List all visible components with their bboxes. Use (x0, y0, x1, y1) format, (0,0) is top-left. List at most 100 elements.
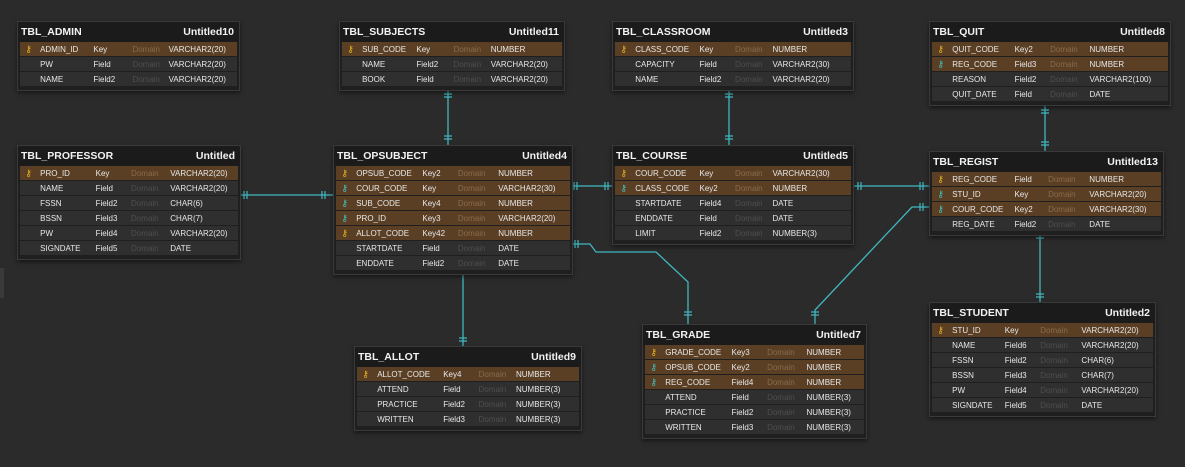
column-name: QUIT_CODE (952, 44, 999, 54)
empty-icon-cell (20, 211, 37, 225)
column-key: Field2 (416, 59, 439, 69)
column-name: REG_CODE (952, 59, 998, 69)
column-domain: Domain (132, 44, 161, 54)
column-type: DATE (498, 258, 519, 268)
column-name: OPSUB_CODE (356, 168, 412, 178)
column-key: Key3 (731, 347, 750, 357)
column-name: ENDDATE (356, 258, 394, 268)
column-key: Field2 (1014, 74, 1037, 84)
column-key: Field5 (1004, 400, 1027, 410)
column-name: ALLOT_CODE (377, 369, 431, 379)
column-name: QUIT_DATE (952, 89, 997, 99)
column-key: Field3 (1004, 370, 1027, 380)
column-domain: Domain (131, 228, 159, 238)
column-type: NUMBER(3) (806, 422, 851, 432)
column-type: DATE (170, 243, 192, 253)
primary-key-icon: ⚷ (25, 43, 32, 54)
primary-key-icon: ⚷ (615, 42, 632, 56)
column-domain: Domain (767, 362, 795, 372)
column-key: Key (699, 44, 714, 54)
column-domain: Domain (1040, 385, 1068, 395)
column-domain: Domain (1050, 59, 1078, 69)
column-key: Key2 (731, 362, 750, 372)
column-name: PRO_ID (356, 213, 387, 223)
panel-edge-handle[interactable] (0, 268, 4, 298)
